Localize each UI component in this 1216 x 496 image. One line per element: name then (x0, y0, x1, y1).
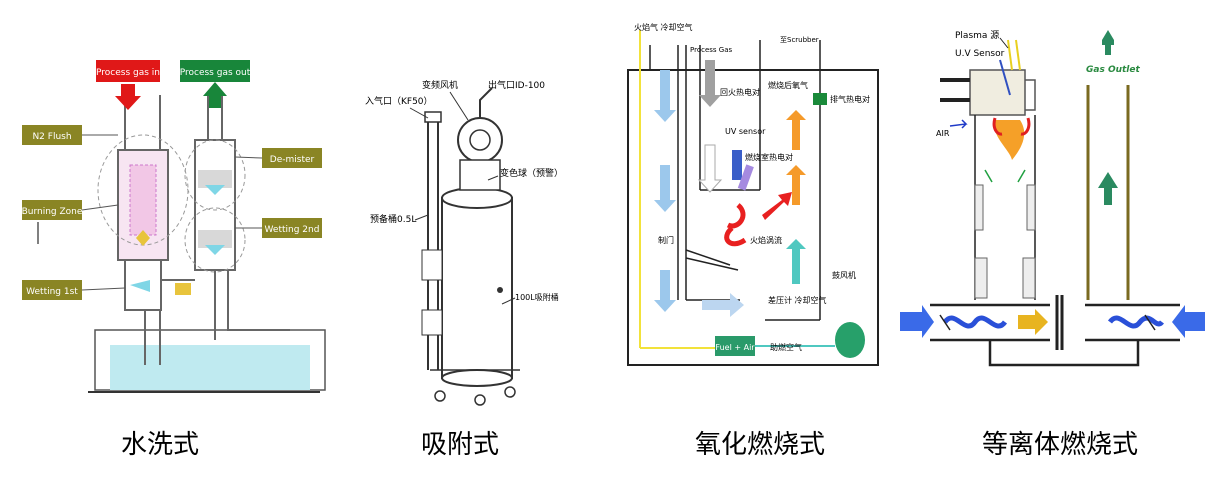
right-arrow-icon (1018, 309, 1048, 335)
plasma-source-label: Plasma 源 (955, 30, 999, 41)
spray-icon (130, 280, 150, 292)
vortex-icon (726, 203, 746, 229)
indicator-ball-label: 变色球（预警） (500, 167, 563, 179)
up-arrow-icon (1102, 30, 1114, 55)
swirl-icon (1107, 315, 1164, 329)
down-arrow-icon (115, 84, 141, 110)
fuel-label: Fuel + Air (715, 343, 755, 352)
plasma-panel: Plasma 源 U.V Sensor AIR Gas Outlet (900, 0, 1210, 420)
flashback-thermocouple-label: 回火热电对 (720, 87, 760, 97)
water-wash-diagram: Process gas in Process gas out N2 Flush … (22, 60, 326, 393)
fuel-box (715, 336, 755, 356)
down-arrow-icon (699, 60, 721, 107)
plasma-flame-icon (994, 120, 1025, 160)
flame-arrow-icon (762, 192, 792, 220)
fan-icon (457, 117, 503, 163)
adsorption-diagram: 变频风机 出气口ID-100 入气口（KF50） 变色球（预警） 预备桶0.5L… (365, 79, 563, 406)
oxidation-diagram: Fuel + Air 火焰气 冷却空气 Process Gas 至Scrubbe… (627, 22, 879, 366)
inlet-label: 入气口（KF50） (365, 95, 433, 107)
scrubber-label: 至Scrubber (780, 36, 819, 44)
caption-adsorption: 吸附式 (420, 430, 499, 460)
demister-label: De-mister (270, 155, 315, 165)
burning-zone-label: Burning Zone (22, 207, 83, 217)
caption-oxidation: 氧化燃烧式 (694, 430, 825, 460)
air-label: AIR (936, 129, 950, 138)
wetting1-label: Wetting 1st (26, 287, 78, 297)
spare-tank-label: 预备桶0.5L (370, 213, 416, 225)
wheel-icon (474, 394, 486, 406)
oxidation-panel: Fuel + Air 火焰气 冷却空气 Process Gas 至Scrubbe… (620, 0, 890, 420)
down-arrow-icon (654, 165, 676, 212)
process-gas-label: Process Gas (690, 46, 732, 54)
adsorption-panel: 变频风机 出气口ID-100 入气口（KF50） 变色球（预警） 预备桶0.5L… (330, 0, 590, 420)
down-arrow-icon (654, 270, 676, 312)
flame-icon (136, 230, 150, 246)
gas-in-box (96, 60, 160, 82)
gas-in-label: Process gas in (96, 68, 160, 78)
down-arrow-icon (697, 144, 723, 193)
uv-sensor-label: U.V Sensor (955, 49, 1005, 59)
pressure-label: 差压计 冷却空气 (768, 295, 827, 305)
chamber-thermocouple-label: 燃烧室热电对 (745, 152, 793, 162)
caption-plasma: 等离体燃烧式 (981, 430, 1138, 460)
left-arrow-icon (1172, 305, 1205, 338)
wetting2-label: Wetting 2nd (265, 225, 320, 235)
drum-label: 100L吸附桶 (515, 292, 559, 302)
vortex-icon (724, 226, 747, 247)
assist-air-label: 助燃空气 (770, 342, 802, 352)
uv-sensor-label: UV sensor (725, 127, 766, 136)
water-level (110, 345, 310, 390)
blower-icon (835, 322, 865, 358)
fan-label: 变频风机 (422, 79, 458, 91)
air-arrow-icon (949, 119, 968, 129)
vortex-label: 火焰涡流 (750, 235, 782, 245)
blower-label: 鼓风机 (832, 270, 856, 280)
n2-flush-label: N2 Flush (32, 132, 71, 142)
right-arrow-icon (702, 293, 744, 317)
plasma-head (969, 69, 1026, 116)
up-arrow-icon (786, 239, 806, 284)
afterburn-label: 燃烧后氧气 (768, 80, 808, 90)
up-arrow-icon (1098, 172, 1118, 205)
oxidation-housing (627, 69, 879, 366)
up-arrow-icon (786, 165, 806, 205)
outlet-label: 出气口ID-100 (488, 79, 545, 91)
water-wash-panel: Process gas in Process gas out N2 Flush … (0, 0, 326, 420)
valve-icon (175, 283, 191, 295)
right-arrow-icon (900, 305, 934, 338)
up-arrow-icon (786, 110, 806, 150)
wheel-icon (504, 386, 516, 398)
gas-outlet-label: Gas Outlet (1086, 65, 1141, 75)
swirl-icon (942, 315, 1008, 329)
gas-out-label: Process gas out (180, 68, 251, 78)
check-valve-label: 制门 (658, 235, 674, 245)
gas-out-box (180, 60, 250, 82)
air-label: 火焰气 冷却空气 (634, 22, 693, 32)
exhaust-thermocouple-label: 排气热电对 (830, 94, 870, 104)
up-arrow-icon (203, 82, 227, 108)
down-arrow-icon (654, 70, 676, 122)
wheel-icon (434, 390, 446, 402)
caption-water-wash: 水洗式 (120, 430, 199, 460)
plasma-diagram: Plasma 源 U.V Sensor AIR Gas Outlet (900, 30, 1205, 367)
